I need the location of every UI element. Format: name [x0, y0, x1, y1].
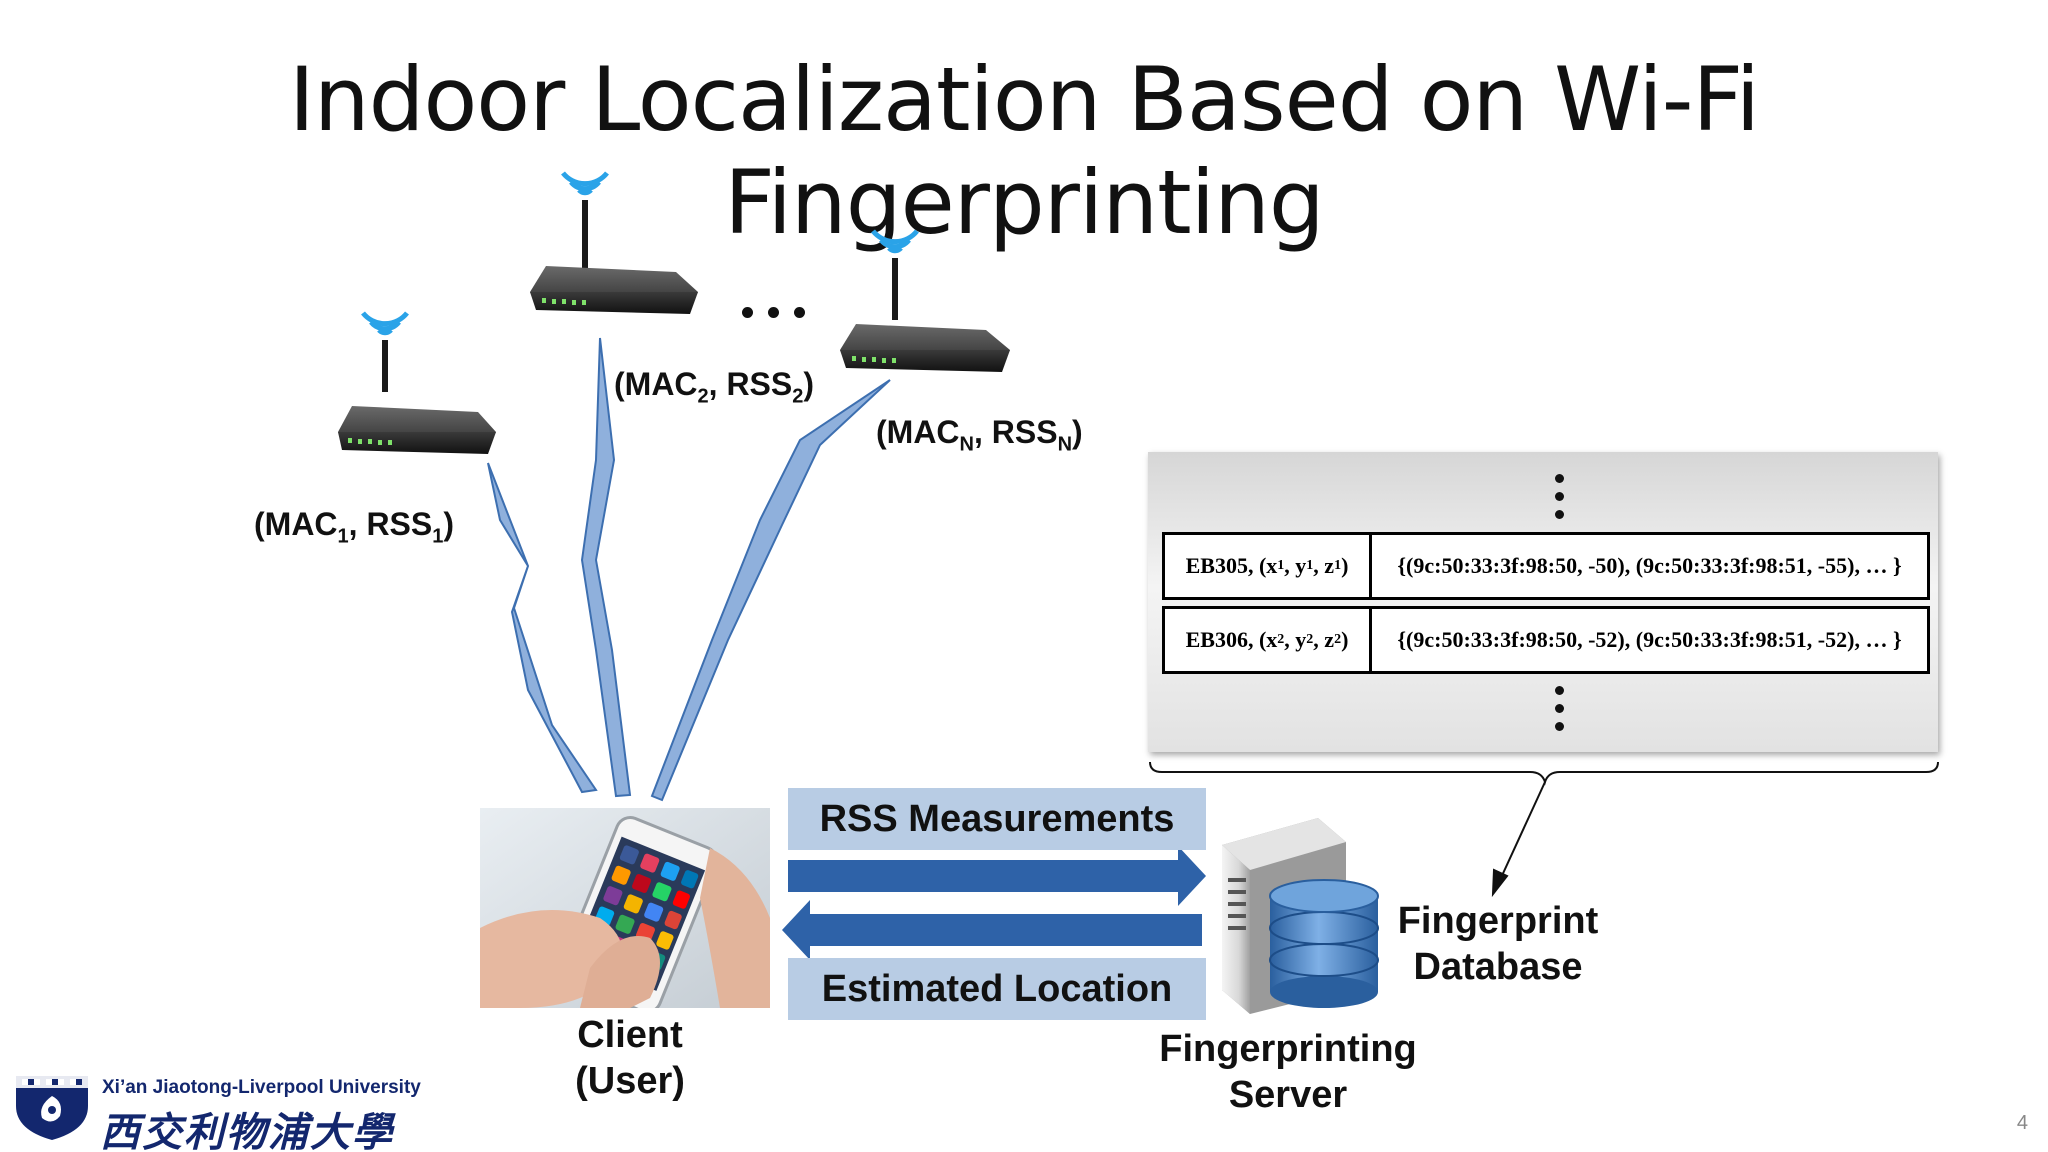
router-icon-ap1	[338, 311, 496, 454]
client-label: Client(User)	[575, 1014, 685, 1102]
apn-label: (MACN, RSSN)	[876, 414, 1083, 456]
more-access-points-ellipsis	[742, 305, 820, 323]
ap1-label: (MAC1, RSS1)	[254, 506, 455, 548]
database-ellipsis-top	[1555, 474, 1565, 528]
signal-bolt-apn	[650, 379, 891, 802]
router-icon-apn	[840, 229, 1010, 372]
university-name-chinese: 西交利物浦大學	[100, 1109, 394, 1152]
location-arrow-icon	[782, 900, 1202, 960]
signal-bolt-ap2	[580, 337, 632, 798]
university-name-english: Xi’an Jiaotong-Liverpool University	[102, 1077, 421, 1098]
record-value: {(9c:50:33:3f:98:50, -50), (9c:50:33:3f:…	[1397, 553, 1902, 578]
university-shield-logo	[16, 1076, 88, 1140]
database-icon	[1269, 879, 1379, 1008]
router-icon-ap2	[530, 171, 698, 314]
database-ellipsis-bottom	[1555, 686, 1565, 740]
rss-arrow-icon	[788, 846, 1206, 906]
slide-title: Indoor Localization Based on Wi-Fi Finge…	[288, 48, 1760, 254]
ap2-label: (MAC2, RSS2)	[614, 366, 815, 408]
database-bracket	[1149, 761, 1939, 898]
estimated-location-label: Estimated Location	[788, 958, 1206, 1020]
rss-measurements-label: RSS Measurements	[788, 788, 1206, 850]
fingerprint-database-panel	[1148, 452, 1938, 752]
page-number: 4	[2016, 1112, 2028, 1134]
signal-bolt-ap1	[487, 462, 598, 794]
record-value: {(9c:50:33:3f:98:50, -52), (9c:50:33:3f:…	[1397, 627, 1902, 652]
client-phone-image	[480, 808, 770, 1008]
